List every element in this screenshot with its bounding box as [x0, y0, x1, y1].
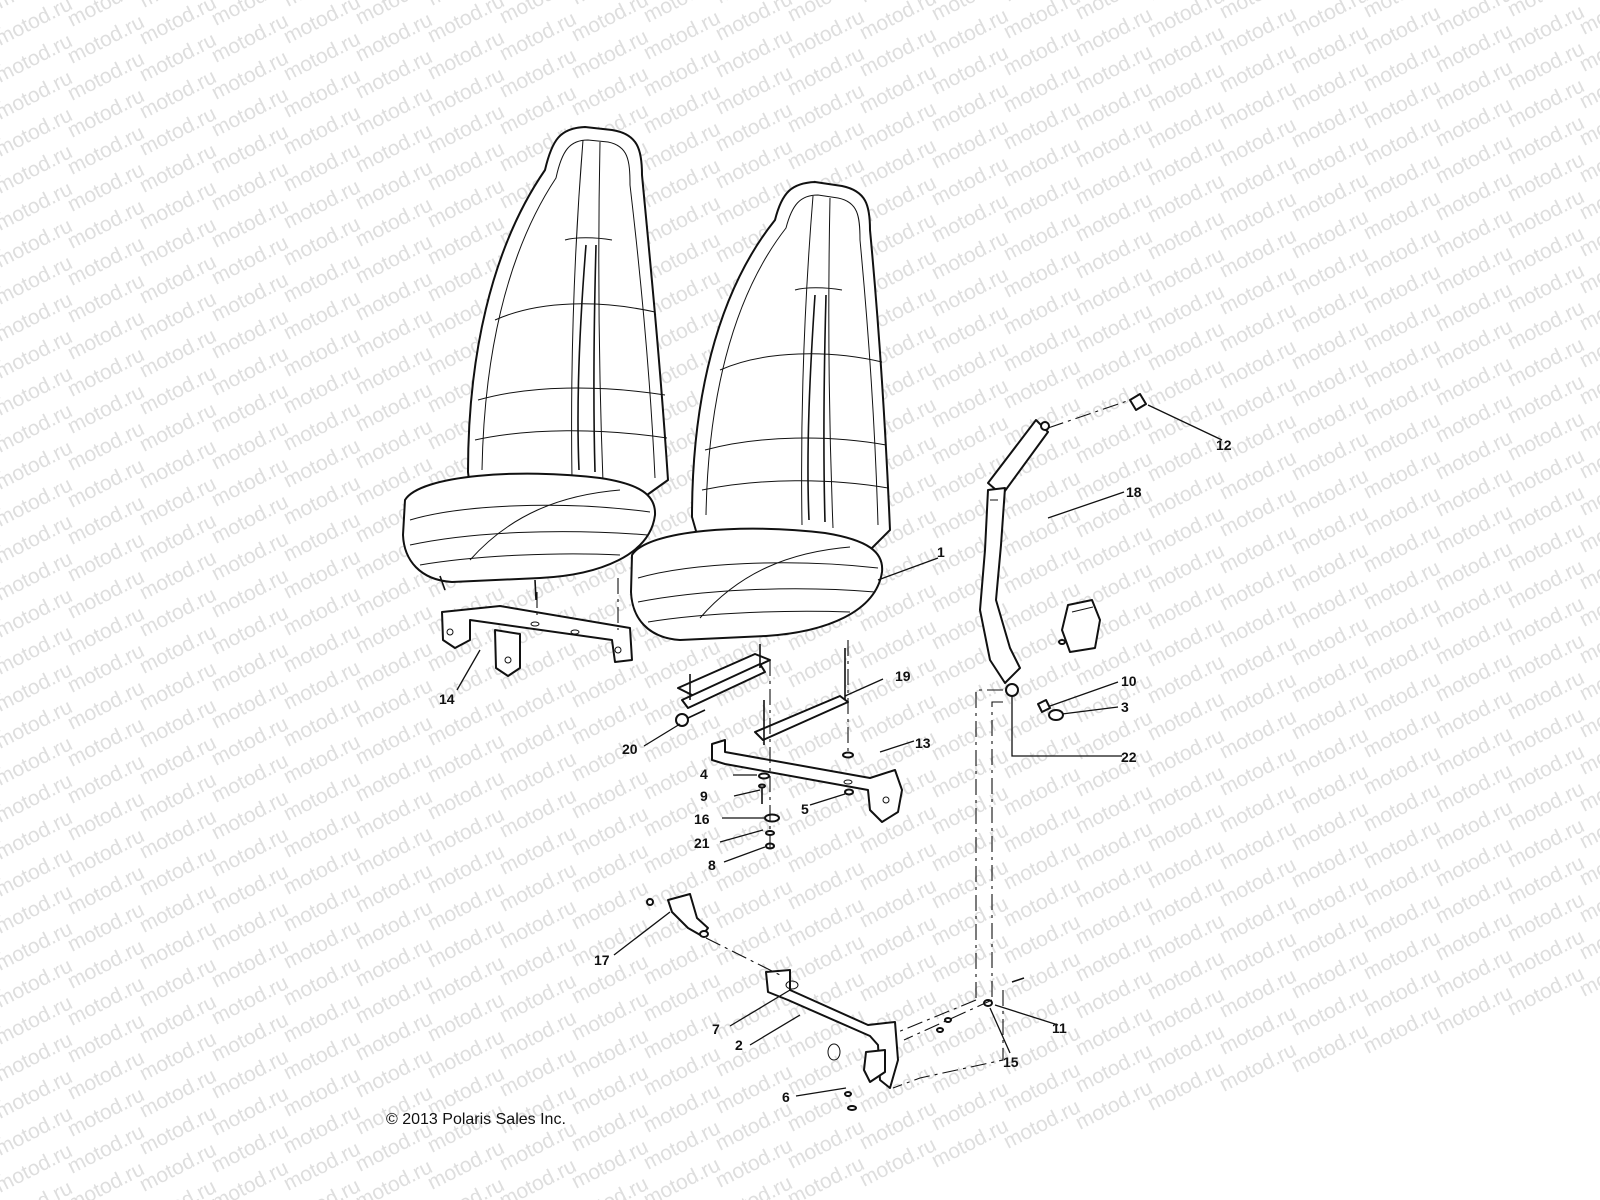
callout-8: 8	[708, 857, 716, 873]
callout-5: 5	[801, 801, 809, 817]
callout-12: 12	[1216, 437, 1232, 453]
callout-19: 19	[895, 668, 911, 684]
right-seat-bracket	[711, 739, 903, 823]
callouts: 1 12 18 10 3 22 19 13 4 9 16 21 8 5 20 1…	[439, 437, 1232, 1105]
left-seat-bracket	[441, 605, 633, 677]
seat-belt-buckle	[646, 893, 709, 938]
shoulder-belt	[979, 393, 1147, 721]
callout-13: 13	[915, 735, 931, 751]
callout-22: 22	[1121, 749, 1137, 765]
callout-7: 7	[712, 1021, 720, 1037]
callout-9: 9	[700, 788, 708, 804]
hardware-stack	[758, 751, 854, 850]
callout-10: 10	[1121, 673, 1137, 689]
callout-2: 2	[735, 1037, 743, 1053]
copyright-text: © 2013 Polaris Sales Inc.	[386, 1111, 566, 1128]
callout-1: 1	[937, 544, 945, 560]
callout-20: 20	[622, 741, 638, 757]
callout-17: 17	[594, 952, 610, 968]
callout-18: 18	[1126, 484, 1142, 500]
left-seat	[402, 126, 669, 601]
callout-11: 11	[1052, 1020, 1067, 1036]
callout-4: 4	[700, 766, 708, 782]
callout-16: 16	[694, 811, 710, 827]
callout-6: 6	[782, 1089, 790, 1105]
watermark-text: motod.ru	[1576, 0, 1600, 2]
watermark-text: motod.ru	[0, 1158, 4, 1200]
right-seat	[630, 181, 891, 641]
leader-lines	[456, 404, 1223, 1097]
callout-14: 14	[439, 691, 455, 707]
callout-21: 21	[694, 835, 710, 851]
callout-15: 15	[1003, 1054, 1019, 1070]
assembly-lines	[536, 578, 1004, 1089]
callout-3: 3	[1121, 699, 1129, 715]
